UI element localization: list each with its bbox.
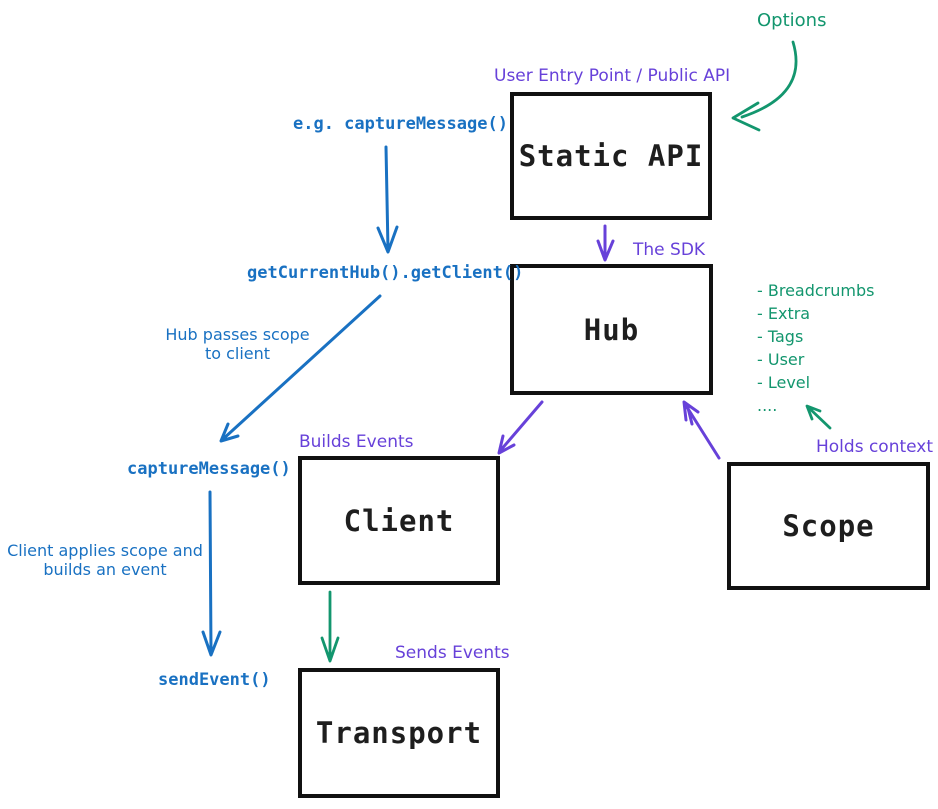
builds-events-caption: Builds Events [299,432,414,452]
client-box: Client [298,456,500,585]
client-box-label: Client [343,503,455,538]
arrow-scope-to-hub [682,400,721,460]
client-applies-scope-note: Client applies scope and builds an event [4,541,206,579]
hub-box: Hub [510,264,713,395]
transport-box: Transport [298,668,500,798]
scope-list-item: - Tags [757,327,804,346]
hub-passes-scope-note: Hub passes scope to client [160,325,315,363]
transport-box-label: Transport [315,716,483,750]
hub-box-label: Hub [583,312,640,347]
note-line: to client [204,344,271,363]
getcurrenthub-getclient-label: getCurrentHub().getClient() [247,263,524,283]
scope-box-label: Scope [782,509,875,543]
scope-list-item: - User [757,350,805,369]
sends-events-caption: Sends Events [395,643,510,663]
arrow-capturemessage-to-sendevent [201,490,222,657]
options-label: Options [757,10,827,31]
arrow-eg-to-getclient [376,145,399,254]
holds-context-caption: Holds context [816,437,934,457]
eg-capturemessage-label: e.g. captureMessage() [293,114,508,134]
scope-box: Scope [727,462,930,590]
scope-list-item: - Level [757,373,811,392]
scope-context-list: - Breadcrumbs - Extra - Tags - User - Le… [757,279,874,417]
static-api-box: Static API [510,92,712,220]
arrow-getclient-to-capturemessage [219,294,382,443]
arrow-client-to-transport [320,590,340,663]
note-line: Client applies scope and [7,541,203,560]
the-sdk-caption: The SDK [633,240,706,260]
sendevent-label: sendEvent() [158,670,271,690]
scope-list-item: .... [757,396,778,415]
scope-list-item: - Extra [757,304,811,323]
arrow-staticapi-to-hub [596,224,615,262]
capturemessage-label: captureMessage() [127,459,291,479]
scope-list-item: - Breadcrumbs [757,281,875,300]
user-entry-point-caption: User Entry Point / Public API [494,66,731,86]
static-api-box-label: Static API [518,139,704,173]
note-line: builds an event [43,560,167,579]
arrow-holdscontext-to-scopelist [805,404,832,430]
note-line: Hub passes scope [165,325,310,344]
arrow-options-to-static-api [731,40,798,132]
arrow-hub-to-client [497,400,544,455]
